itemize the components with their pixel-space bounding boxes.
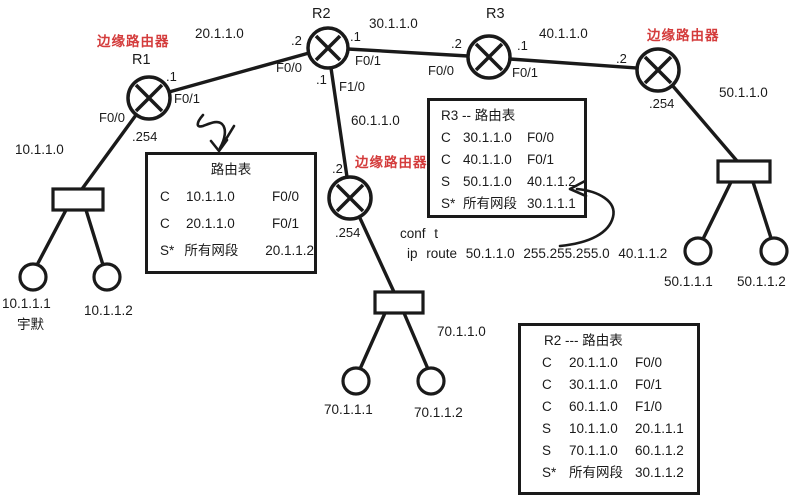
network-label-40: 40.1.1.0: [539, 26, 588, 41]
link-switch-right-host1: [701, 180, 733, 241]
link-switch-left-host1: [35, 208, 68, 267]
host-icon-70-1: [341, 366, 371, 396]
port-r2-right-if: F0/1: [355, 53, 382, 68]
router-name-r2: R2: [312, 6, 331, 22]
host-icon-50-2: [759, 236, 789, 266]
network-label-10: 10.1.1.0: [15, 142, 64, 157]
host-label-10-1: 10.1.1.1: [2, 296, 51, 311]
switches: [51, 159, 772, 315]
squiggle-arrowhead: [209, 138, 229, 153]
link-switch-mid-host1: [358, 311, 387, 371]
host-label-70-1: 70.1.1.1: [324, 402, 373, 417]
port-edge-mid-down: .254: [335, 225, 361, 240]
network-label-50: 50.1.1.0: [719, 85, 768, 100]
command-ip-route: ip route 50.1.1.0 255.255.255.0 40.1.1.2: [407, 246, 668, 261]
port-r1-left-if: F0/0: [99, 110, 126, 125]
router-icon-edge-mid: [327, 175, 373, 221]
router-icon-edge-right: [635, 47, 681, 93]
port-r2-right-ip: .1: [350, 29, 361, 44]
curved-arrow-iproute-to-r3-table: [558, 187, 615, 248]
link-r2-edge-mid: [329, 66, 349, 179]
port-r2-down-if: F1/0: [339, 79, 366, 94]
link-switch-mid-host2: [402, 311, 430, 371]
router-icon-r3: [466, 34, 512, 80]
host-label-70-2: 70.1.1.2: [414, 405, 463, 420]
link-r3-edge-right: [508, 57, 639, 70]
port-r3-right-ip: .1: [517, 38, 528, 53]
port-r3-right-if: F0/1: [512, 65, 539, 80]
router-name-r3: R3: [486, 6, 505, 22]
router-name-r1: R1: [132, 52, 151, 68]
host-note-10-1: 宇默: [17, 317, 44, 332]
port-r1-right-if: F0/1: [174, 91, 201, 106]
squiggle-arrow-r1-to-table: [196, 113, 227, 150]
port-r1-left-ip: .254: [132, 129, 158, 144]
link-r1-switch-left: [80, 113, 138, 191]
curved-arrowhead: [568, 179, 588, 198]
host-label-10-2: 10.1.1.2: [84, 303, 133, 318]
link-edge-right-switch-right: [670, 83, 739, 163]
edge-router-label-left: 边缘路由器: [97, 34, 170, 49]
port-edge-right-ip: .2: [616, 51, 627, 66]
switch-icon-left: [51, 187, 105, 212]
router-icon-r1: [126, 75, 172, 121]
port-r3-left-ip: .2: [451, 36, 462, 51]
hosts: [18, 236, 789, 396]
router-icon-r2: [306, 26, 350, 70]
network-label-30: 30.1.1.0: [369, 16, 418, 31]
routing-table-r1-title: 路由表: [210, 162, 252, 177]
command-conf-t: conf t: [400, 226, 439, 241]
port-r2-left-if: F0/0: [276, 60, 303, 75]
network-label-70: 70.1.1.0: [437, 324, 486, 339]
host-label-50-1: 50.1.1.1: [664, 274, 713, 289]
link-switch-right-host2: [751, 180, 773, 240]
host-icon-10-2: [92, 262, 122, 292]
port-edge-mid-top: .2: [332, 161, 343, 176]
host-icon-50-1: [683, 236, 713, 266]
port-r3-left-if: F0/0: [428, 63, 455, 78]
host-icon-10-1: [18, 262, 48, 292]
network-label-20: 20.1.1.0: [195, 26, 244, 41]
topology-links: [35, 47, 773, 371]
routing-table-r3-title: R3 -- 路由表: [441, 108, 516, 123]
link-r1-r2: [167, 51, 311, 94]
network-label-60: 60.1.1.0: [351, 113, 400, 128]
host-icon-70-2: [416, 366, 446, 396]
port-r2-down-ip: .1: [316, 72, 327, 87]
edge-router-label-right: 边缘路由器: [647, 28, 720, 43]
port-r2-left-ip: .2: [291, 33, 302, 48]
link-r2-r3: [346, 47, 470, 58]
routing-table-r2-title: R2 --- 路由表: [544, 333, 623, 348]
edge-router-label-mid: 边缘路由器: [355, 155, 428, 170]
link-switch-left-host2: [84, 208, 105, 267]
port-edge-right-down: .254: [649, 96, 675, 111]
annotations: [196, 113, 615, 248]
switch-icon-right: [716, 159, 772, 184]
host-label-50-2: 50.1.1.2: [737, 274, 786, 289]
routers: [126, 26, 681, 221]
port-r1-right-ip: .1: [166, 69, 177, 84]
switch-icon-mid: [373, 290, 425, 315]
link-edge-mid-switch-mid: [357, 214, 396, 294]
